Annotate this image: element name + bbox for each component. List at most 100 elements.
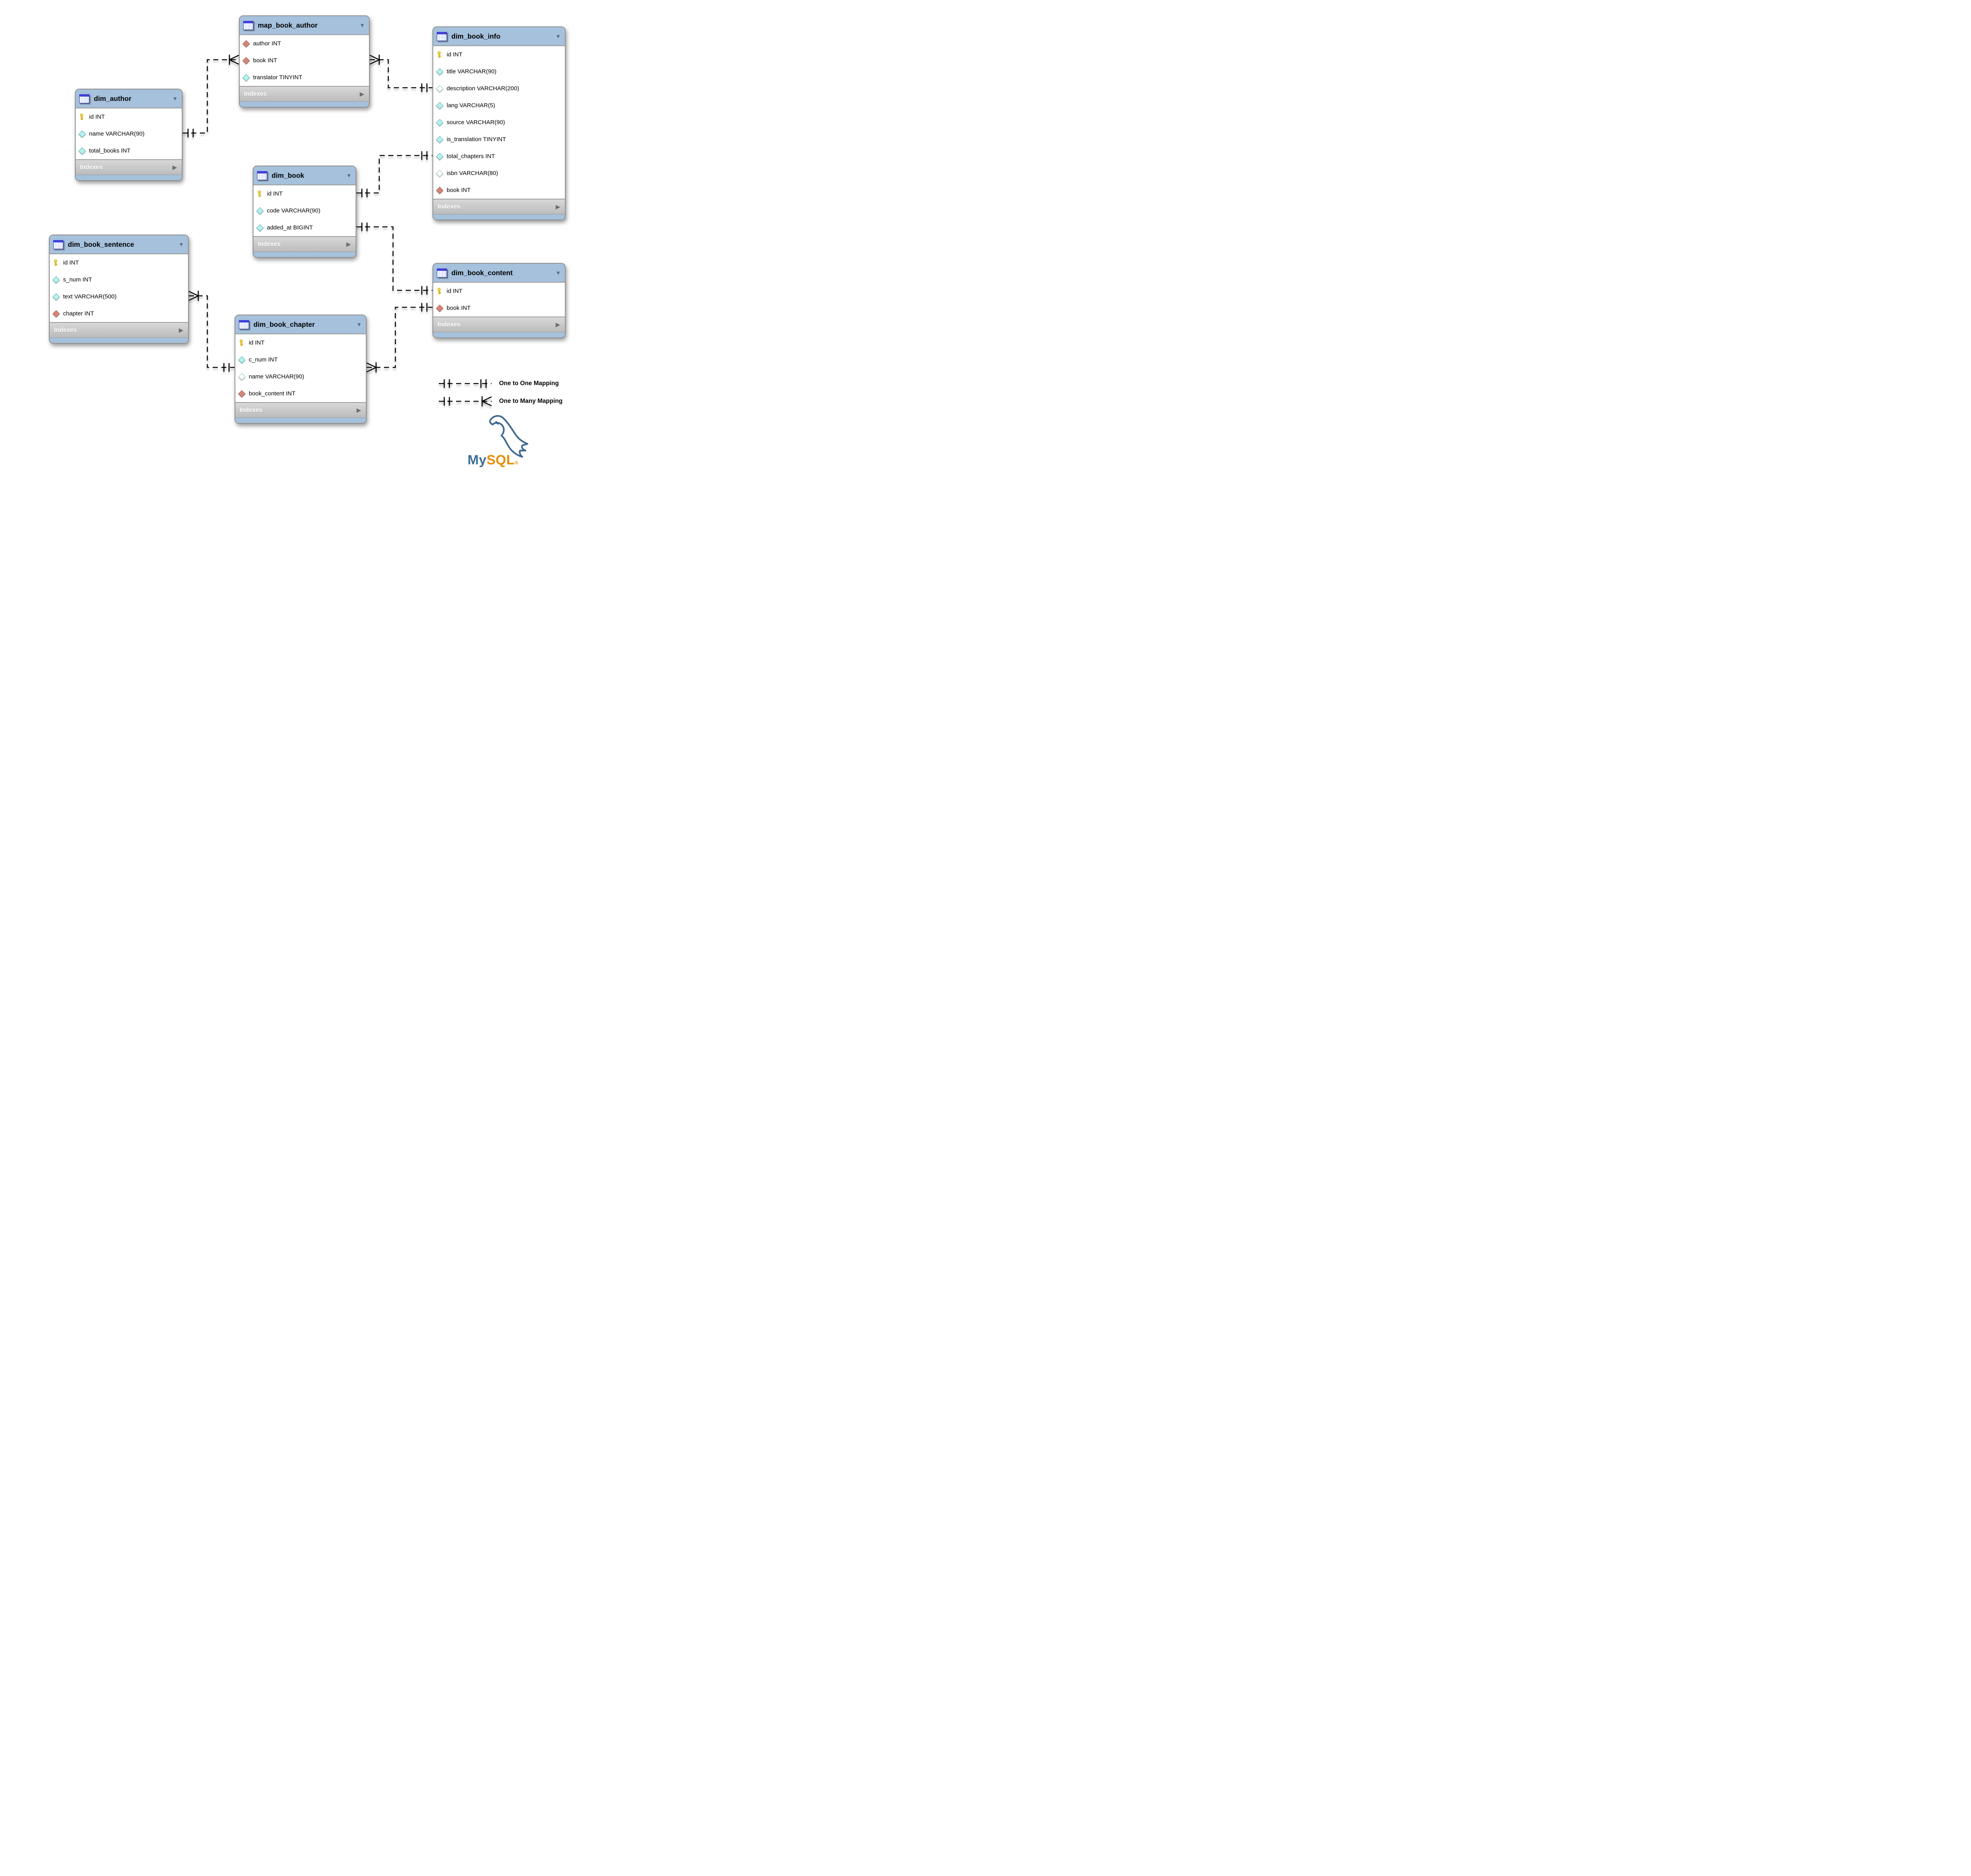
foreign-key-diamond-icon: [238, 390, 246, 397]
column-row-book[interactable]: book INT: [433, 300, 565, 317]
column-label: id INT: [267, 190, 283, 197]
attribute-diamond-icon: [436, 119, 443, 126]
column-row-total_books[interactable]: total_books INT: [76, 142, 182, 159]
column-row-description[interactable]: description VARCHAR(200): [433, 80, 565, 97]
column-row-translator[interactable]: translator TINYINT: [240, 69, 369, 86]
mysql-logo-wordmark: MySQL®: [468, 453, 518, 467]
column-row-id[interactable]: id INT: [76, 108, 182, 125]
expand-arrow-icon[interactable]: ▶: [360, 91, 364, 97]
column-row-lang[interactable]: lang VARCHAR(5): [433, 97, 565, 114]
indexes-bar-dim_book_content[interactable]: Indexes ▶: [433, 317, 565, 332]
legend-symbol-1[interactable]: [439, 396, 492, 406]
column-row-book[interactable]: book INT: [433, 182, 565, 199]
column-row-name[interactable]: name VARCHAR(90): [76, 125, 182, 142]
connector-dim_book-dim_book_info[interactable]: [356, 151, 432, 197]
expand-arrow-icon[interactable]: ▶: [172, 164, 177, 171]
nullable-attribute-diamond-icon: [436, 170, 443, 177]
connector-map_book_author-dim_book_info[interactable]: [369, 54, 432, 92]
column-row-id[interactable]: id INT: [433, 283, 565, 300]
table-grid-icon: [437, 268, 447, 278]
expand-arrow-icon[interactable]: ▶: [346, 241, 351, 248]
attribute-diamond-icon: [52, 293, 60, 300]
column-row-source[interactable]: source VARCHAR(90): [433, 114, 565, 131]
collapse-caret-icon[interactable]: ▼: [555, 33, 561, 39]
collapse-caret-icon[interactable]: ▼: [555, 270, 561, 276]
column-label: book INT: [447, 187, 471, 194]
indexes-bar-map_book_author[interactable]: Indexes▶: [240, 86, 369, 102]
column-row-s_num[interactable]: s_num INT: [50, 271, 188, 288]
table-dim_author[interactable]: dim_author▼id INT name VARCHAR(90)total_b…: [75, 89, 183, 181]
collapse-caret-icon[interactable]: ▼: [179, 241, 184, 248]
column-row-book_content[interactable]: book_content INT: [235, 385, 366, 402]
foreign-key-diamond-icon: [242, 40, 250, 47]
indexes-label: Indexes: [438, 321, 460, 328]
collapse-caret-icon[interactable]: ▼: [356, 321, 362, 328]
indexes-label: Indexes: [258, 240, 281, 248]
indexes-bar-dim_author[interactable]: Indexes▶: [76, 159, 182, 175]
primary-key-icon: [238, 339, 244, 347]
table-header-dim_book_sentence[interactable]: dim_book_sentence▼: [50, 235, 188, 254]
column-row-id[interactable]: id INT: [235, 334, 366, 351]
legend-symbol-0[interactable]: [439, 379, 492, 388]
column-row-name[interactable]: name VARCHAR(90): [235, 368, 366, 385]
column-row-id[interactable]: id INT: [50, 254, 188, 271]
connector-dim_book-dim_book_content[interactable]: [356, 222, 432, 295]
column-row-c_num[interactable]: c_num INT: [235, 351, 366, 368]
connector-dim_book_sentence-dim_book_chapter[interactable]: [188, 291, 235, 372]
column-row-chapter[interactable]: chapter INT: [50, 305, 188, 322]
collapse-caret-icon[interactable]: ▼: [360, 22, 365, 28]
column-row-added_at[interactable]: added_at BIGINT: [253, 219, 356, 236]
column-row-title[interactable]: title VARCHAR(90): [433, 63, 565, 80]
column-row-isbn[interactable]: isbn VARCHAR(80): [433, 165, 565, 182]
table-map_book_author[interactable]: map_book_author▼author INT book INT transl…: [239, 15, 370, 108]
column-label: code VARCHAR(90): [267, 207, 320, 214]
table-header-dim_book_chapter[interactable]: dim_book_chapter ▼: [235, 315, 366, 334]
indexes-bar-dim_book_chapter[interactable]: Indexes▶: [235, 402, 366, 418]
collapse-caret-icon[interactable]: ▼: [346, 172, 352, 179]
expand-arrow-icon[interactable]: ▶: [179, 327, 183, 333]
table-header-map_book_author[interactable]: map_book_author▼: [240, 16, 369, 35]
expand-arrow-icon[interactable]: ▶: [555, 203, 560, 210]
attribute-diamond-icon: [78, 147, 86, 155]
connector-dim_author-map_book_author[interactable]: [183, 54, 239, 138]
table-footer-strip: [433, 332, 565, 337]
eer-diagram-canvas: map_book_author▼author INT book INT transl…: [0, 0, 627, 469]
collapse-caret-icon[interactable]: ▼: [172, 95, 178, 102]
indexes-bar-dim_book_info[interactable]: Indexes ▶: [433, 199, 565, 214]
indexes-bar-dim_book_sentence[interactable]: Indexes ▶: [50, 322, 188, 338]
column-label: added_at BIGINT: [267, 224, 313, 231]
foreign-key-diamond-icon: [436, 304, 443, 312]
table-header-dim_book_info[interactable]: dim_book_info▼: [433, 27, 565, 46]
column-row-total_chapters[interactable]: total_chapters INT: [433, 148, 565, 165]
indexes-bar-dim_book[interactable]: Indexes ▶: [253, 236, 356, 252]
expand-arrow-icon[interactable]: ▶: [555, 321, 560, 328]
column-row-author[interactable]: author INT: [240, 35, 369, 52]
attribute-diamond-icon: [78, 130, 86, 138]
column-label: isbn VARCHAR(80): [447, 170, 498, 177]
connector-dim_book_chapter-dim_book_content[interactable]: [366, 303, 432, 373]
column-row-code[interactable]: code VARCHAR(90): [253, 202, 356, 219]
table-title: dim_book_chapter: [253, 320, 315, 328]
column-label: book INT: [253, 57, 277, 64]
expand-arrow-icon[interactable]: ▶: [356, 407, 361, 414]
column-row-book[interactable]: book INT: [240, 52, 369, 69]
column-row-id[interactable]: id INT: [253, 185, 356, 202]
table-header-dim_author[interactable]: dim_author▼: [76, 89, 182, 108]
table-footer-strip: [240, 102, 369, 107]
attribute-diamond-icon: [242, 74, 250, 81]
indexes-label: Indexes: [54, 326, 77, 333]
nullable-attribute-diamond-icon: [436, 85, 443, 92]
indexes-label: Indexes: [438, 203, 460, 210]
table-title: dim_book_content: [451, 268, 513, 277]
column-row-is_translation[interactable]: is_translation TINYINT: [433, 131, 565, 148]
column-row-id[interactable]: id INT: [433, 46, 565, 63]
column-row-text[interactable]: text VARCHAR(500): [50, 288, 188, 305]
column-label: id INT: [89, 114, 105, 120]
table-dim_book[interactable]: dim_book▼id INT code VARCHAR(90) added_at …: [253, 166, 356, 258]
table-header-dim_book[interactable]: dim_book▼: [253, 166, 356, 185]
table-header-dim_book_content[interactable]: dim_book_content ▼: [433, 264, 565, 283]
